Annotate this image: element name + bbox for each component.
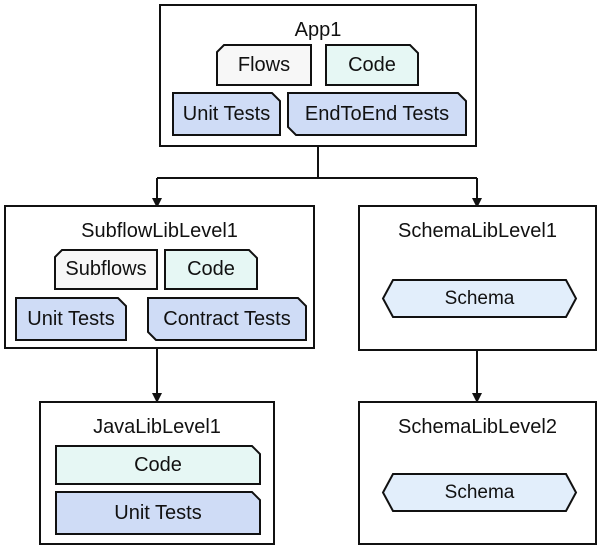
subflows-label: Subflows	[65, 258, 147, 280]
code-label: Code	[348, 53, 396, 76]
schemalib1-title: SchemaLibLevel1	[398, 220, 557, 242]
unit-tests-label: Unit Tests	[182, 102, 271, 125]
app1-box: App1 Flows Code Unit Tests EndToEnd Test…	[159, 4, 477, 147]
subflow-unit-tests-label: Unit Tests	[27, 307, 115, 330]
subflows-artifact: Subflows	[54, 249, 158, 290]
java-unit-tests-label: Unit Tests	[114, 501, 202, 524]
contract-tests-artifact: Contract Tests	[147, 297, 307, 341]
app1-title: App1	[294, 19, 342, 41]
schemalib2-title: SchemaLibLevel2	[398, 416, 557, 438]
schema2-label: Schema	[444, 481, 515, 503]
flows-artifact: Flows	[216, 44, 312, 86]
e2e-tests-artifact: EndToEnd Tests	[287, 92, 467, 136]
schema2-artifact: Schema	[381, 473, 578, 512]
unit-tests-artifact: Unit Tests	[172, 92, 281, 136]
subflow-code-artifact: Code	[164, 249, 258, 290]
schema1-label: Schema	[444, 287, 515, 309]
flows-label: Flows	[237, 53, 291, 76]
java-code-label: Code	[134, 453, 182, 476]
contract-tests-label: Contract Tests	[163, 307, 291, 330]
code-artifact: Code	[325, 44, 419, 86]
schemalib1-box: SchemaLibLevel1 Schema	[358, 205, 597, 351]
java-unit-tests-artifact: Unit Tests	[55, 491, 261, 535]
java-code-artifact: Code	[55, 445, 261, 485]
javalib-title: JavaLibLevel1	[93, 416, 221, 438]
schema1-artifact: Schema	[381, 279, 578, 318]
subflowlib-box: SubflowLibLevel1 Subflows Code Unit Test…	[4, 205, 315, 349]
subflow-unit-tests-artifact: Unit Tests	[15, 297, 127, 341]
javalib-box: JavaLibLevel1 Code Unit Tests	[39, 401, 275, 545]
e2e-tests-label: EndToEnd Tests	[304, 102, 450, 125]
subflow-code-label: Code	[187, 258, 235, 280]
subflowlib-title: SubflowLibLevel1	[81, 220, 238, 242]
schemalib2-box: SchemaLibLevel2 Schema	[358, 401, 597, 545]
